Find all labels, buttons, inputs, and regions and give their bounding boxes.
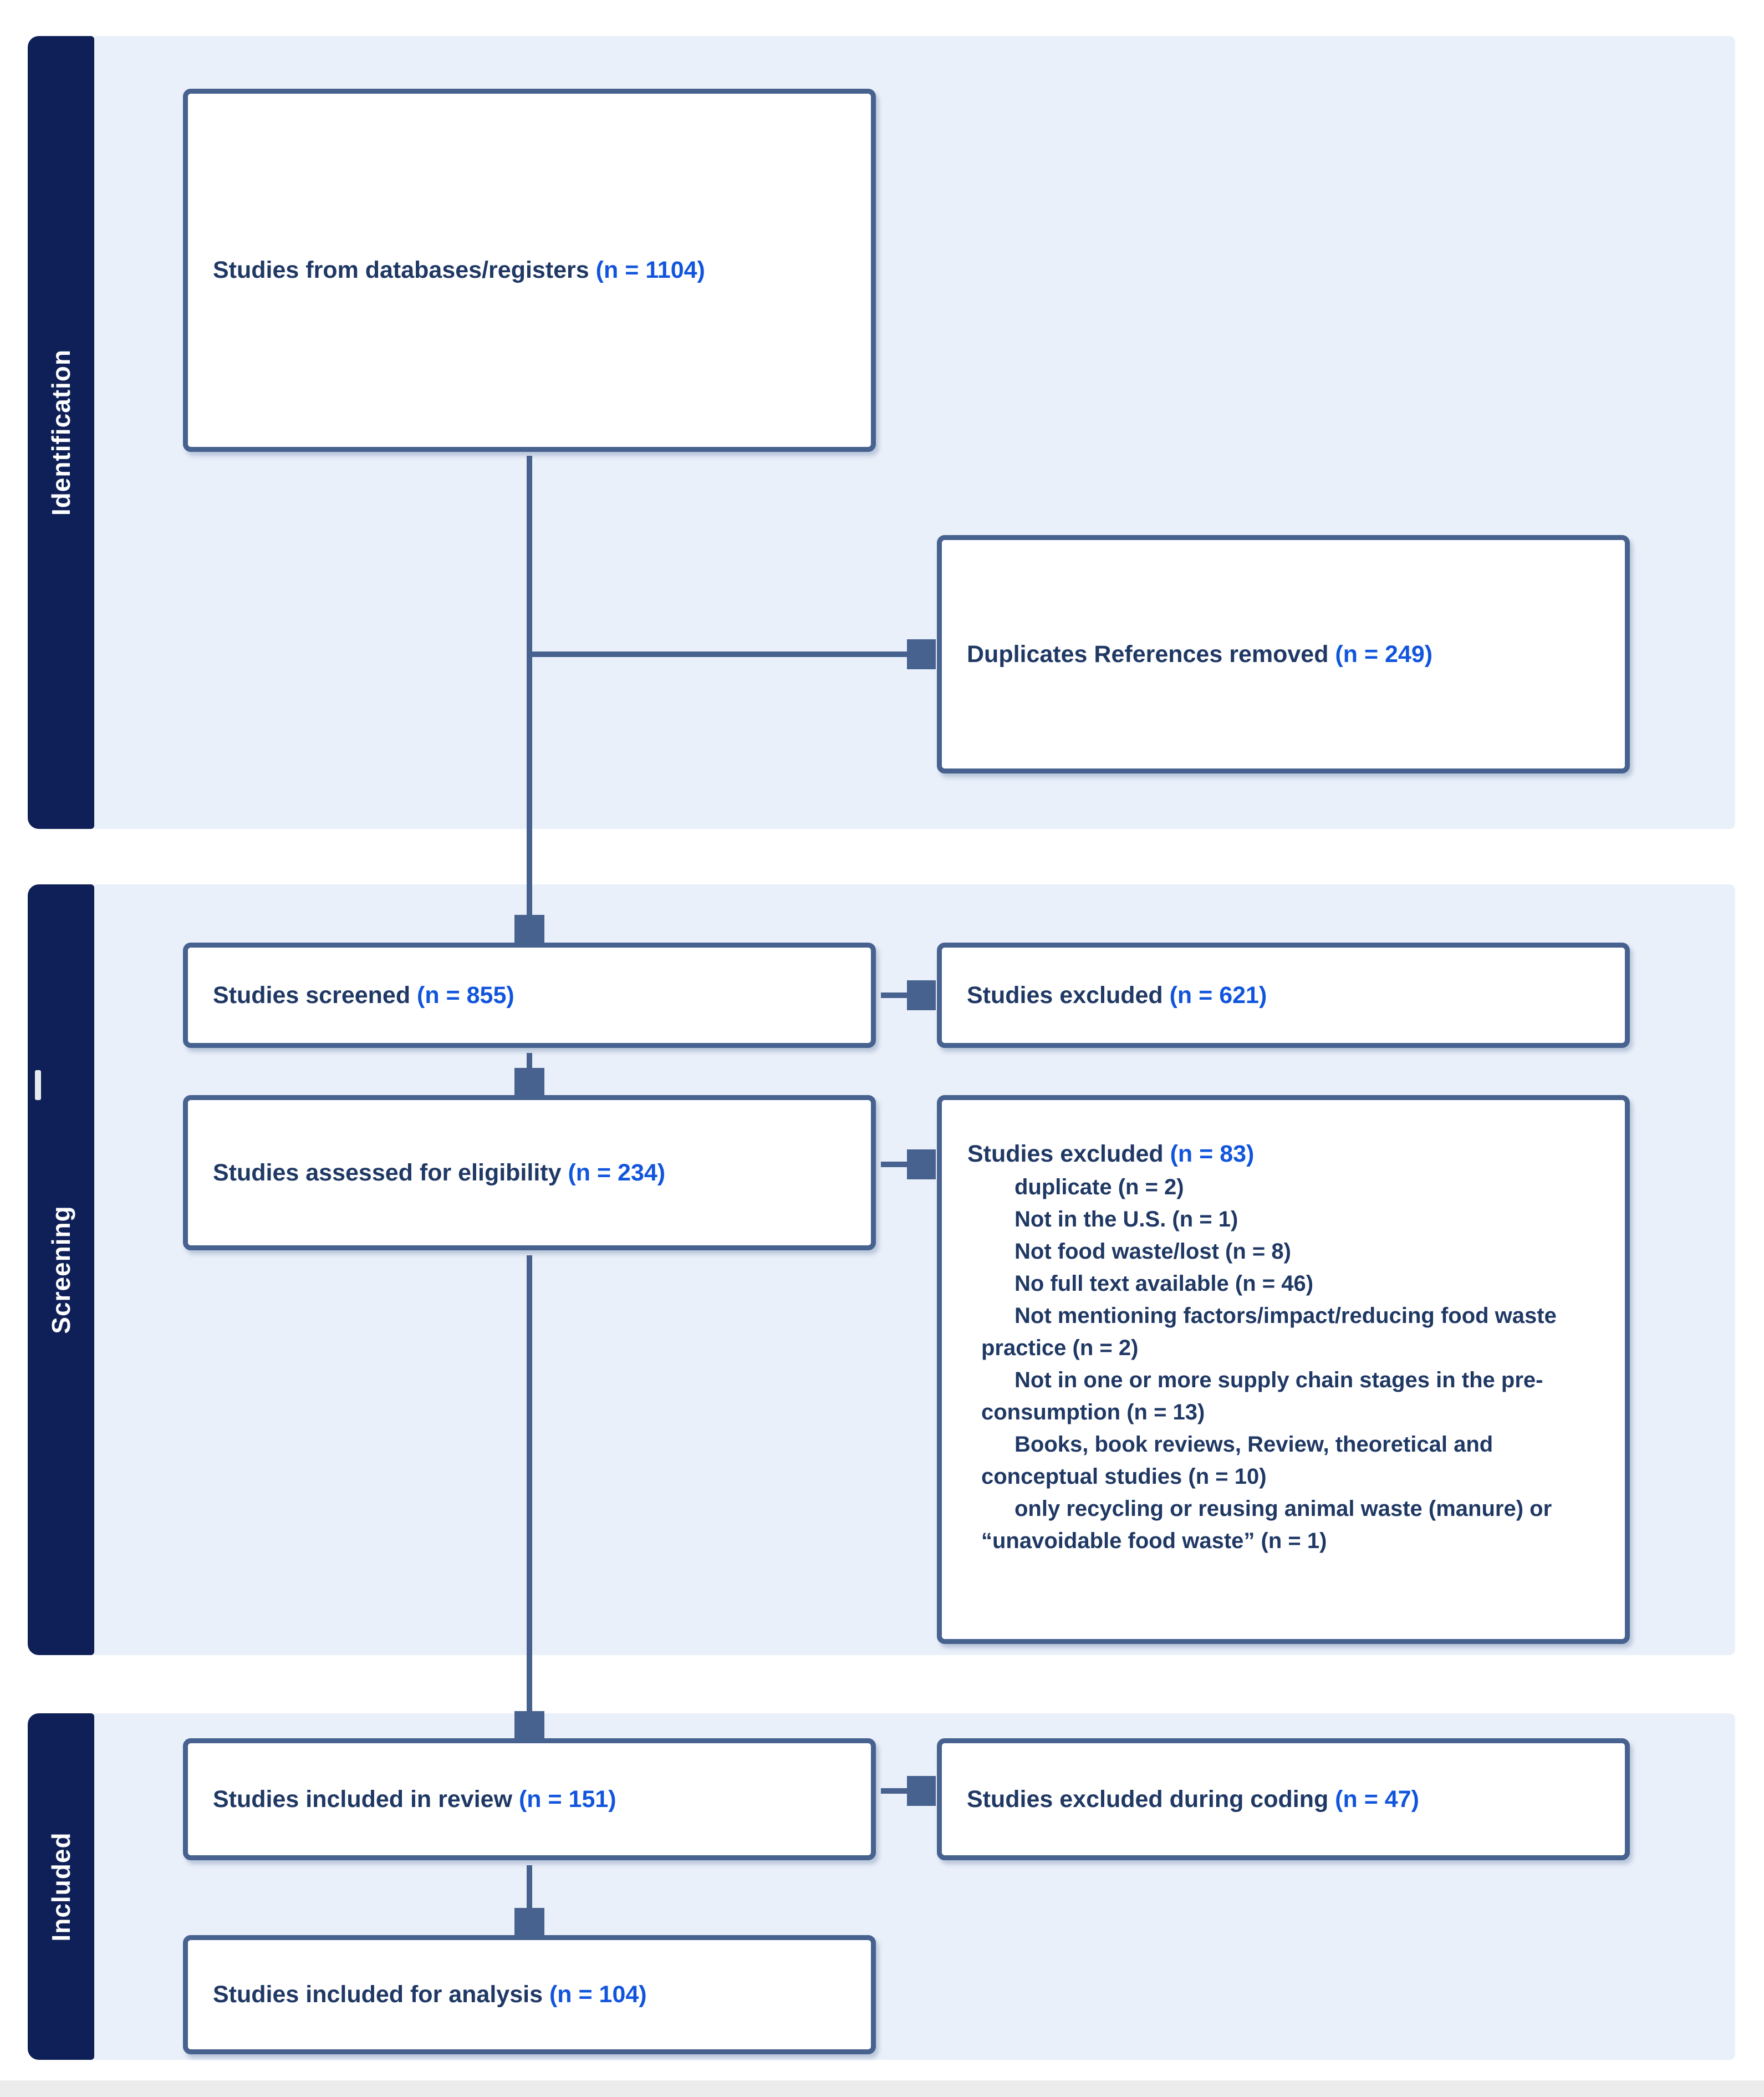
screening-stage-label: Screening [47, 1205, 75, 1334]
box-label: Studies screened [213, 981, 417, 1009]
box-included-for-analysis: Studies included for analysis (n = 104) [183, 1935, 876, 2054]
identification-stage-bar: Identification [28, 36, 94, 829]
included-stage-label: Included [47, 1831, 75, 1942]
box-studies-excluded-screening: Studies excluded (n = 621) [937, 943, 1630, 1048]
box-label: Studies excluded [967, 981, 1170, 1009]
box-included-in-review: Studies included in review (n = 151) [183, 1738, 876, 1860]
box-count: (n = 249) [1335, 640, 1433, 668]
box-label: Studies from databases/registers [213, 257, 596, 283]
box-count: (n = 104) [549, 1981, 647, 2008]
exclusion-reason: Not in the U.S. (n = 1) [1014, 1207, 1238, 1231]
box-label: Studies included for analysis [213, 1981, 549, 2008]
box-studies-from-databases: Studies from databases/registers (n = 11… [183, 89, 876, 452]
box-count: (n = 855) [417, 981, 514, 1009]
sidebar-tick-mark [35, 1070, 41, 1100]
exclusion-reason: Not mentioning factors/impact/reducing f… [981, 1304, 1557, 1360]
exclusion-reason: only recycling or reusing animal waste (… [981, 1497, 1552, 1553]
exclusion-reason: No full text available (n = 46) [1014, 1271, 1314, 1296]
box-label: Studies excluded during coding [967, 1785, 1335, 1813]
box-studies-screened: Studies screened (n = 855) [183, 943, 876, 1048]
identification-stage-label: Identification [47, 349, 75, 516]
box-label: Studies excluded [967, 1141, 1170, 1167]
box-count: (n = 151) [518, 1785, 616, 1813]
exclusion-reason: Not in one or more supply chain stages i… [981, 1368, 1543, 1424]
included-stage-bar: Included [28, 1713, 94, 2060]
box-label: Studies assessed for eligibility [213, 1159, 568, 1186]
exclusion-reason: duplicate (n = 2) [1014, 1175, 1184, 1199]
box-assessed-for-eligibility: Studies assessed for eligibility (n = 23… [183, 1095, 876, 1250]
exclusion-reasons-list: duplicate (n = 2) Not in the U.S. (n = 1)… [967, 1171, 1604, 1557]
box-excluded-during-coding: Studies excluded during coding (n = 47) [937, 1738, 1630, 1860]
box-label: Studies included in review [213, 1785, 519, 1813]
box-count: (n = 83) [1170, 1141, 1255, 1167]
box-label: Duplicates References removed [967, 640, 1335, 668]
box-count: (n = 47) [1335, 1785, 1419, 1813]
box-count: (n = 234) [568, 1159, 666, 1186]
exclusion-reason: Not food waste/lost (n = 8) [1014, 1239, 1291, 1264]
box-count: (n = 1104) [595, 257, 705, 283]
box-count: (n = 621) [1169, 981, 1267, 1009]
bottom-strip [0, 2080, 1764, 2097]
box-duplicates-removed: Duplicates References removed (n = 249) [937, 535, 1630, 773]
exclusion-reason: Books, book reviews, Review, theoretical… [981, 1432, 1493, 1489]
screening-stage-bar: Screening [28, 884, 94, 1655]
box-studies-excluded-eligibility: Studies excluded (n = 83) duplicate (n =… [937, 1095, 1630, 1644]
